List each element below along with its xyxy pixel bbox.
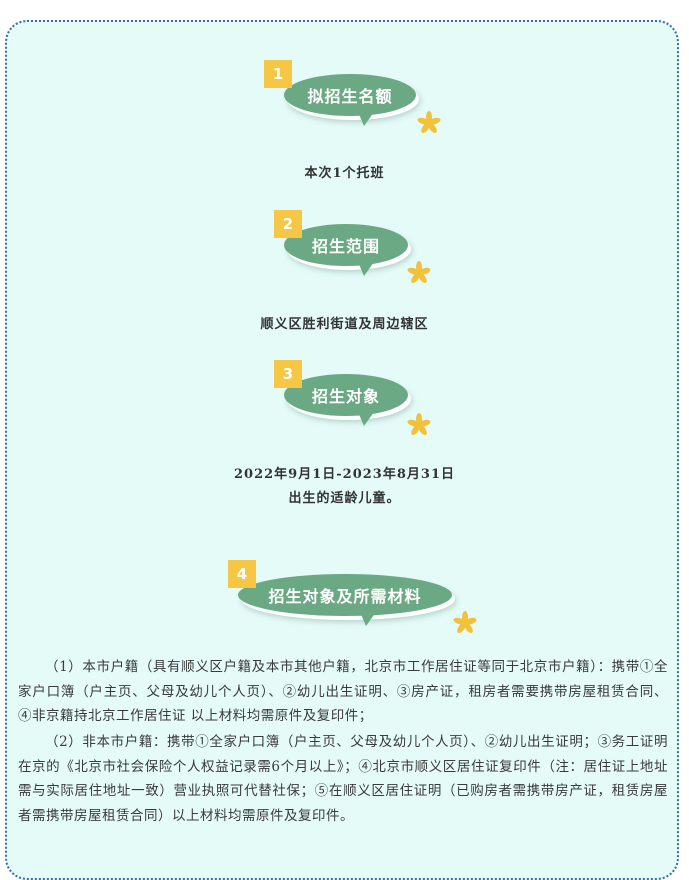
flower-icon (407, 413, 431, 436)
quota-text: 本次1个托班 (304, 166, 385, 181)
section-number-badge: 3 (274, 360, 302, 388)
target-date-range: 2022年9月1日-2023年8月31日 (234, 467, 455, 482)
flower-icon (417, 111, 441, 134)
materials-local-hukou: （1）本市户籍（具有顺义区户籍及本市其他户籍，北京市工作居住证等同于北京市户籍）… (18, 659, 668, 724)
section-title-bubble: 招生对象及所需材料 (238, 574, 452, 616)
content-frame (5, 20, 679, 880)
bubble-tail (358, 112, 374, 126)
section-number-badge: 4 (228, 560, 256, 588)
section-number-badge: 2 (274, 210, 302, 238)
section-title-bubble: 招生对象 (284, 374, 408, 416)
scope-text: 顺义区胜利街道及周边辖区 (260, 317, 429, 332)
flower-icon (453, 611, 477, 634)
target-description: 出生的适龄儿童。 (288, 491, 401, 506)
bubble-tail (360, 612, 376, 626)
flower-icon (407, 261, 431, 284)
bubble-tail (358, 412, 374, 426)
section-title-bubble: 拟招生名额 (284, 74, 416, 116)
materials-nonlocal-hukou: （2）非本市户籍：携带①全家户口簿（户主页、父母及幼儿个人页）、②幼儿出生证明；… (18, 734, 668, 824)
bubble-tail (358, 262, 374, 276)
section-number-badge: 1 (264, 60, 292, 88)
section-title-bubble: 招生范围 (284, 224, 408, 266)
